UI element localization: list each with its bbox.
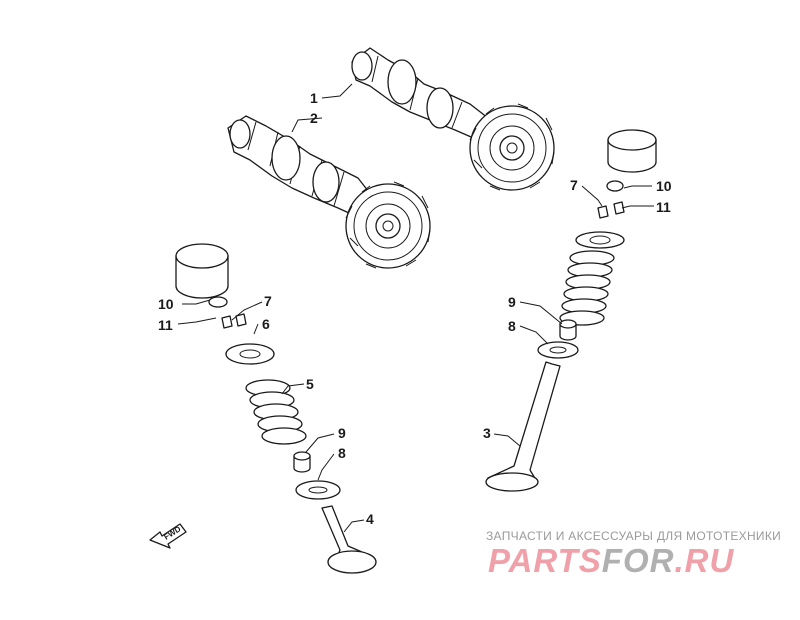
callout-10-right: 10 — [656, 178, 672, 194]
callout-7-left: 7 — [264, 293, 272, 309]
stem-seal-right — [559, 319, 577, 341]
callout-9-left: 9 — [338, 425, 346, 441]
spring-seat-right — [537, 341, 579, 359]
shim-left — [208, 296, 228, 308]
fwd-arrow-icon: FWD — [149, 523, 187, 549]
callout-8-right: 8 — [508, 318, 516, 334]
callouts: 1 2 3 4 5 6 7 7 8 8 9 9 10 10 11 11 — [158, 90, 672, 527]
tappet-left — [175, 243, 229, 299]
stem-seal-left — [293, 451, 311, 473]
spring-retainer-right — [575, 231, 625, 249]
tappet-right — [607, 129, 657, 173]
valve-spring-left — [245, 379, 307, 445]
exhaust-valve — [485, 361, 561, 492]
watermark-logo-for: FOR — [602, 542, 675, 579]
watermark-logo-parts: PARTS — [488, 542, 602, 579]
watermark: ЗАПЧАСТИ И АКСЕССУАРЫ ДЛЯ МОТОТЕХНИКИ PA… — [486, 529, 781, 579]
intake-valve — [321, 505, 377, 574]
callout-9-right: 9 — [508, 294, 516, 310]
leader-lines — [177, 83, 654, 533]
callout-7-right: 7 — [570, 177, 578, 193]
camshaft-1 — [351, 47, 555, 191]
spring-seat-left — [295, 480, 341, 500]
shim-right — [606, 180, 624, 192]
callout-5: 5 — [306, 376, 314, 392]
callout-11-left: 11 — [158, 317, 173, 333]
callout-4: 4 — [366, 511, 374, 527]
callout-6: 6 — [262, 316, 270, 332]
callout-8-left: 8 — [338, 445, 346, 461]
watermark-logo-ru: .RU — [674, 542, 734, 579]
callout-10-left: 10 — [158, 296, 174, 312]
watermark-tagline: ЗАПЧАСТИ И АКСЕССУАРЫ ДЛЯ МОТОТЕХНИКИ — [486, 529, 781, 543]
keepers-right — [597, 201, 625, 219]
watermark-logo: PARTSFOR.RU — [488, 542, 734, 579]
callout-11-right: 11 — [656, 199, 671, 215]
camshaft-2 — [227, 115, 431, 269]
spring-retainer-left — [225, 343, 275, 365]
callout-1: 1 — [310, 90, 318, 106]
callout-2: 2 — [310, 110, 318, 126]
valve-spring-right — [559, 250, 615, 326]
keepers-left — [221, 313, 247, 329]
callout-3: 3 — [483, 425, 491, 441]
